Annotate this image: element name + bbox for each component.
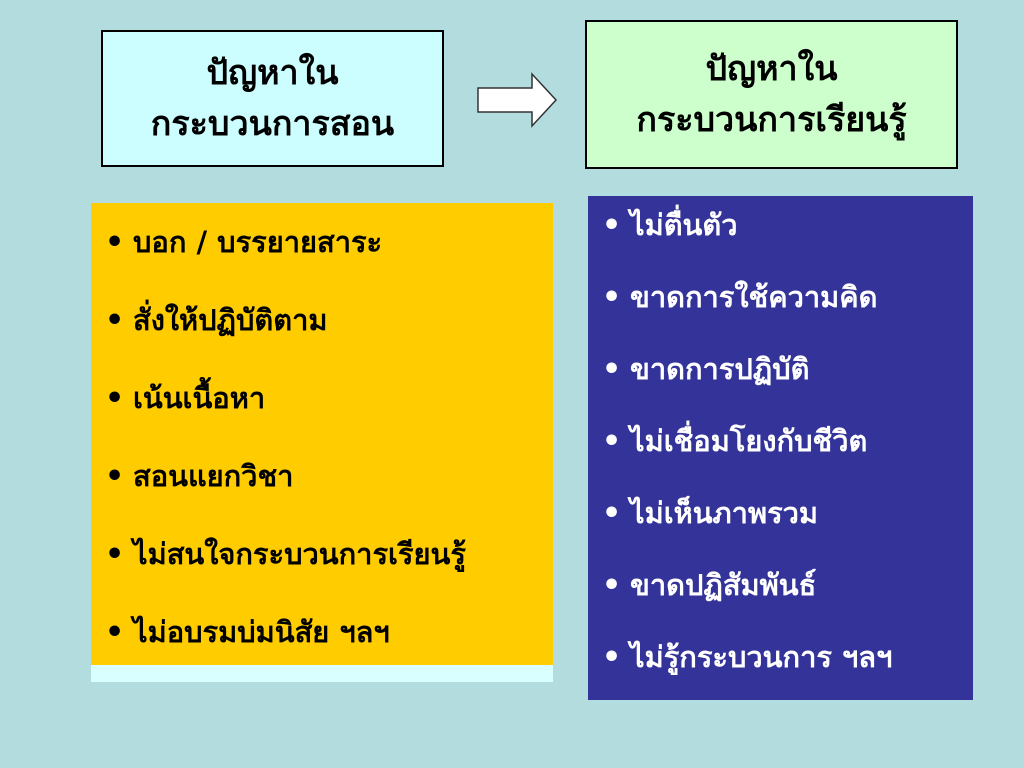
list-item: •ขาดการปฏิบัติ — [602, 346, 973, 418]
bullet-icon: • — [105, 615, 125, 650]
bullet-icon: • — [602, 568, 622, 603]
bullet-icon: • — [602, 640, 622, 675]
learning-problems-panel: •ไม่ตื่นตัว •ขาดการใช้ความคิด •ขาดการปฏิ… — [588, 196, 973, 700]
bullet-icon: • — [105, 459, 125, 494]
list-item: •สอนแยกวิชา — [105, 453, 553, 531]
list-item-text: ไม่ตื่นตัว — [630, 208, 738, 242]
list-item-text: เน้นเนื้อหา — [133, 381, 266, 415]
left-title-line-2: กระบวนการสอน — [150, 103, 395, 144]
list-item: •บอก / บรรยายสาระ — [105, 219, 553, 297]
bullet-icon: • — [105, 537, 125, 572]
list-item: •ไม่อบรมบ่มนิสัย ฯลฯ — [105, 609, 553, 687]
learning-process-title-box: ปัญหาใน กระบวนการเรียนรู้ — [585, 20, 958, 169]
list-item-text: ไม่อบรมบ่มนิสัย ฯลฯ — [133, 615, 390, 649]
list-item: •ขาดปฏิสัมพันธ์ — [602, 562, 973, 634]
list-item: •สั่งให้ปฏิบัติตาม — [105, 297, 553, 375]
list-item-text: ขาดการปฏิบัติ — [630, 352, 810, 386]
arrow-right-icon — [477, 72, 558, 128]
list-item-text: ขาดการใช้ความคิด — [630, 280, 878, 314]
teaching-process-title-box: ปัญหาใน กระบวนการสอน — [101, 30, 444, 167]
list-item-text: ขาดปฏิสัมพันธ์ — [630, 568, 817, 602]
list-item: •เน้นเนื้อหา — [105, 375, 553, 453]
list-item-text: สั่งให้ปฏิบัติตาม — [133, 303, 328, 337]
bullet-icon: • — [602, 424, 622, 459]
list-item: •ไม่ตื่นตัว — [602, 202, 973, 274]
left-title-line-1: ปัญหาใน — [206, 52, 339, 93]
teaching-problems-panel: •บอก / บรรยายสาระ •สั่งให้ปฏิบัติตาม •เน… — [91, 203, 553, 665]
bullet-icon: • — [602, 352, 622, 387]
bullet-icon: • — [105, 303, 125, 338]
list-item-text: ไม่สนใจกระบวนการเรียนรู้ — [133, 537, 466, 571]
list-item-text: บอก / บรรยายสาระ — [133, 225, 383, 259]
teaching-problems-list: •บอก / บรรยายสาระ •สั่งให้ปฏิบัติตาม •เน… — [105, 219, 553, 687]
bullet-icon: • — [602, 280, 622, 315]
list-item: •ไม่เชื่อมโยงกับชีวิต — [602, 418, 973, 490]
list-item: •ไม่สนใจกระบวนการเรียนรู้ — [105, 531, 553, 609]
bullet-icon: • — [602, 208, 622, 243]
learning-problems-list: •ไม่ตื่นตัว •ขาดการใช้ความคิด •ขาดการปฏิ… — [602, 202, 973, 706]
list-item-text: ไม่เชื่อมโยงกับชีวิต — [630, 424, 868, 458]
bullet-icon: • — [602, 496, 622, 531]
list-item: •ไม่เห็นภาพรวม — [602, 490, 973, 562]
list-item-text: ไม่รู้กระบวนการ ฯลฯ — [630, 640, 893, 674]
right-title-line-1: ปัญหาใน — [705, 48, 838, 89]
bullet-icon: • — [105, 225, 125, 260]
list-item: •ไม่รู้กระบวนการ ฯลฯ — [602, 634, 973, 706]
list-item-text: สอนแยกวิชา — [133, 459, 294, 493]
list-item-text: ไม่เห็นภาพรวม — [630, 496, 819, 530]
list-item: •ขาดการใช้ความคิด — [602, 274, 973, 346]
right-title-line-2: กระบวนการเรียนรู้ — [636, 99, 907, 140]
bullet-icon: • — [105, 381, 125, 416]
